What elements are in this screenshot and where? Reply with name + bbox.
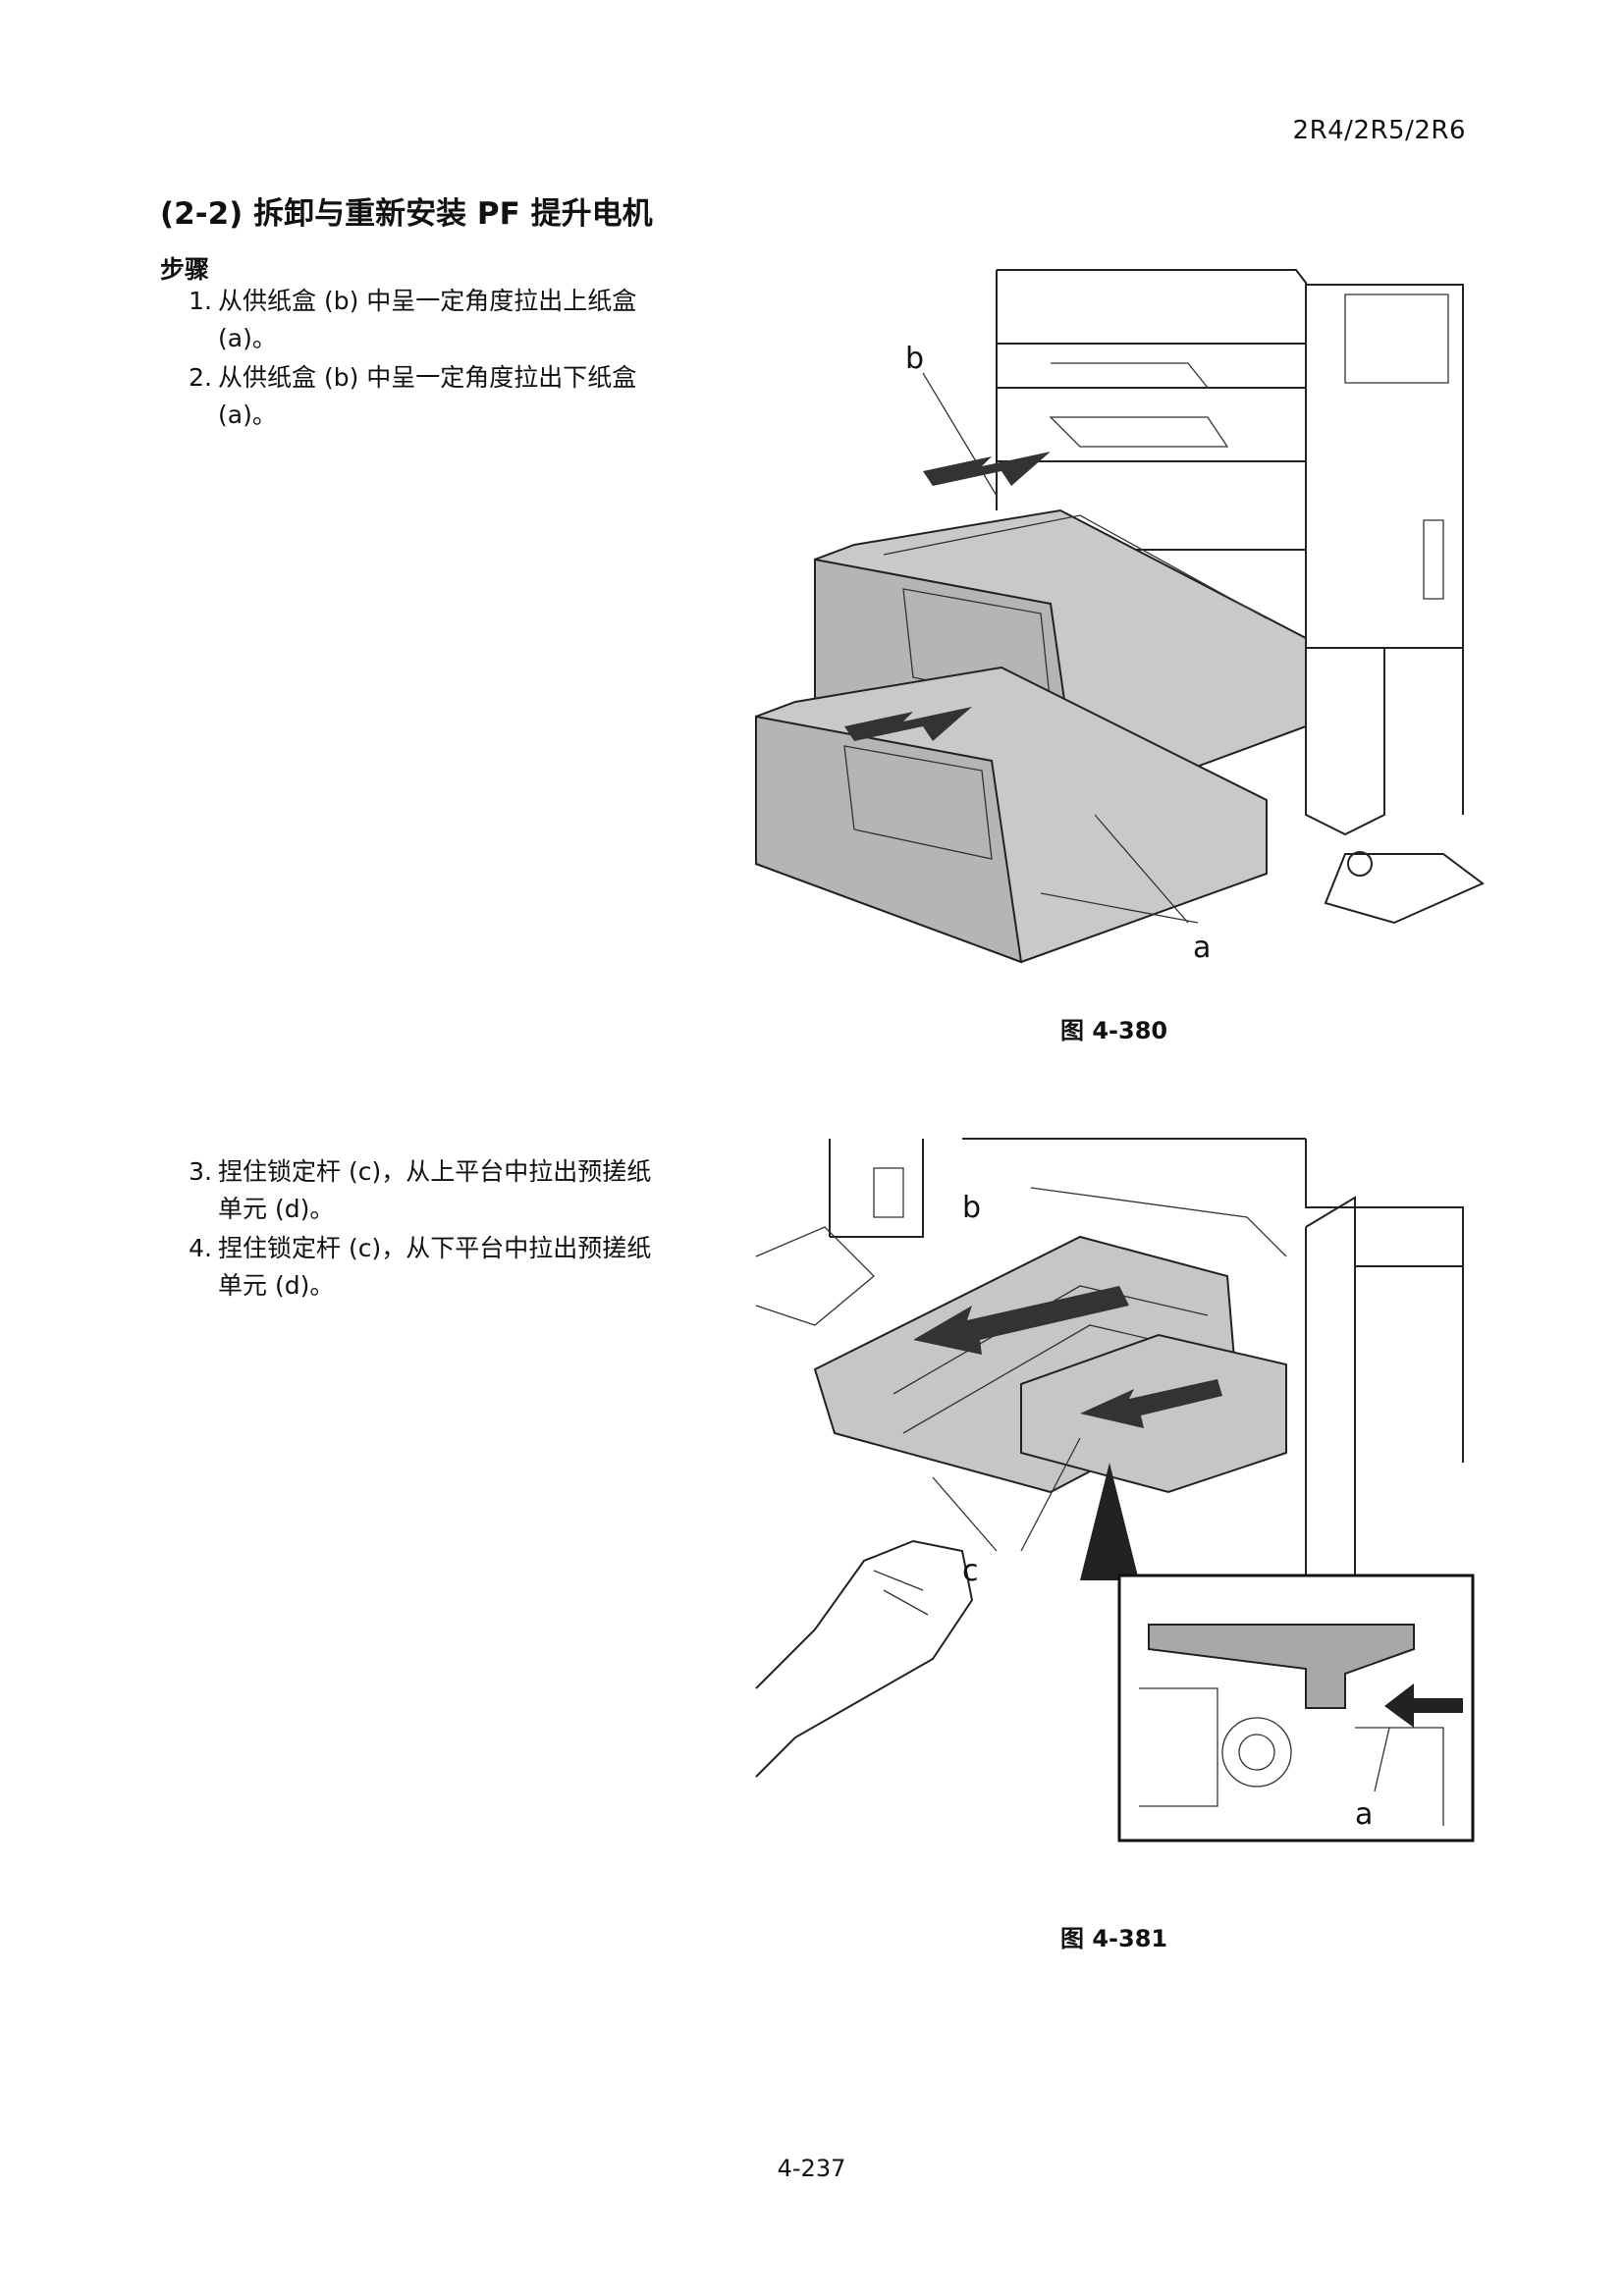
figure-cassette-removal: b a	[755, 269, 1485, 965]
figure-pickup-unit-removal: c b a	[755, 1138, 1475, 1842]
callout-b: b	[962, 1191, 981, 1225]
step-text: 从供纸盒 (b) 中呈一定角度拉出上纸盒	[218, 287, 637, 315]
callout-c: c	[962, 1554, 979, 1588]
step-text-continued: (a)。	[218, 324, 277, 352]
step-3: 3.捏住锁定杆 (c)，从上平台中拉出预搓纸 单元 (d)。	[175, 1153, 725, 1228]
step-text: 捏住锁定杆 (c)，从上平台中拉出预搓纸	[218, 1157, 652, 1186]
page-number: 4-237	[777, 2155, 846, 2182]
callout-a: a	[1355, 1797, 1373, 1832]
step-number: 2.	[189, 363, 212, 392]
step-1: 1.从供纸盒 (b) 中呈一定角度拉出上纸盒 (a)。	[175, 283, 725, 357]
step-text-continued: 单元 (d)。	[218, 1195, 335, 1223]
step-4: 4.捏住锁定杆 (c)，从下平台中拉出预搓纸 单元 (d)。	[175, 1230, 725, 1305]
step-text-continued: (a)。	[218, 400, 277, 429]
model-code: 2R4/2R5/2R6	[1292, 116, 1466, 145]
step-2: 2.从供纸盒 (b) 中呈一定角度拉出下纸盒 (a)。	[175, 359, 725, 434]
step-number: 3.	[189, 1157, 212, 1186]
section-title: (2-2) 拆卸与重新安装 PF 提升电机	[160, 196, 653, 232]
figure-caption: 图 4-380	[1060, 1017, 1168, 1044]
figure-caption: 图 4-381	[1060, 1925, 1168, 1952]
step-number: 1.	[189, 287, 212, 315]
step-text: 捏住锁定杆 (c)，从下平台中拉出预搓纸	[218, 1234, 652, 1262]
callout-a: a	[1193, 931, 1211, 965]
steps-label: 步骤	[160, 255, 210, 284]
step-text-continued: 单元 (d)。	[218, 1271, 335, 1300]
step-text: 从供纸盒 (b) 中呈一定角度拉出下纸盒	[218, 363, 637, 392]
step-number: 4.	[189, 1234, 212, 1262]
callout-b: b	[905, 342, 924, 376]
